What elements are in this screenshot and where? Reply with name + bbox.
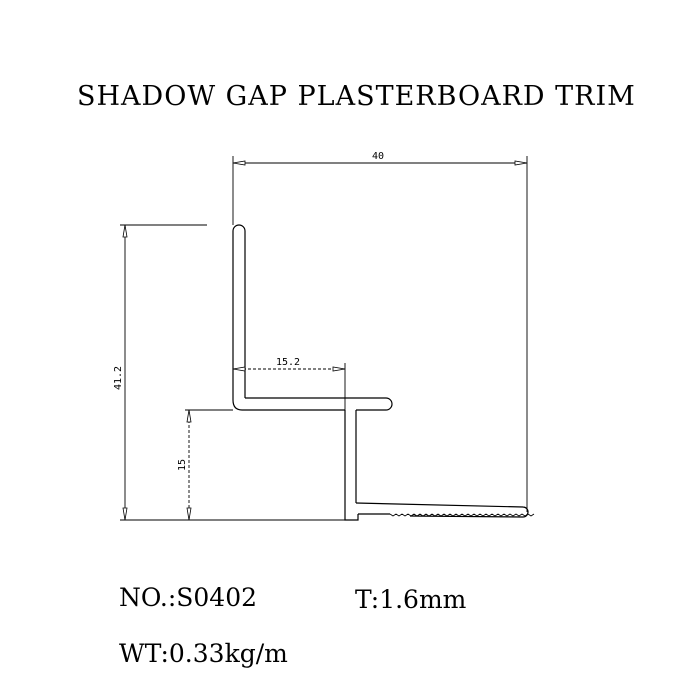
step-label: 15	[177, 459, 188, 471]
drawing-title: SHADOW GAP PLASTERBOARD TRIM	[77, 81, 636, 112]
thickness: T:1.6mm	[355, 585, 467, 614]
dimension-width: 40	[232, 151, 528, 512]
width-label: 40	[372, 151, 384, 162]
dimension-gap: 15.2	[232, 357, 346, 410]
serrations	[389, 513, 535, 517]
dimension-step: 15	[177, 409, 233, 521]
part-number: NO.:S0402	[119, 583, 257, 612]
weight: WT:0.33kg/m	[119, 639, 288, 668]
trim-profile	[232, 224, 535, 521]
gap-label: 15.2	[276, 357, 300, 368]
height-label: 41.2	[113, 366, 124, 390]
dimension-height: 41.2	[113, 224, 345, 521]
